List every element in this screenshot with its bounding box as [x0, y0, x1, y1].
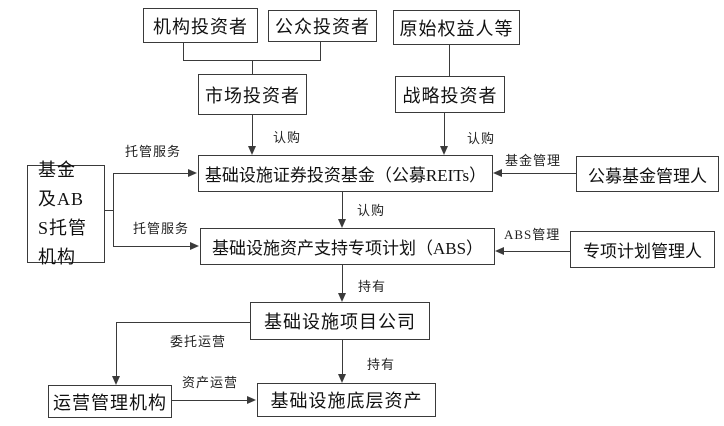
edge-label-asset-operation: 资产运营 — [182, 375, 239, 390]
arrowhead-planmanager-to-abs — [495, 247, 504, 255]
connector-market-to-reits — [252, 115, 253, 148]
connector-custodian-stub — [105, 210, 114, 211]
arrowhead-custodian-to-abs — [190, 242, 199, 250]
connector-project-to-assets — [342, 340, 343, 376]
node-operation-manager: 运营管理机构 — [48, 385, 172, 418]
arrowhead-market-to-reits — [248, 146, 256, 155]
node-underlying-assets: 基础设施底层资产 — [257, 383, 436, 417]
edge-label-hold-assets: 持有 — [367, 357, 396, 372]
arrowhead-strategic-to-reits — [440, 146, 448, 155]
edge-label-subscribe-strategic: 认购 — [467, 131, 496, 146]
node-strategic-investors: 战略投资者 — [395, 76, 505, 113]
connector-abs-to-project — [342, 265, 343, 295]
connector-original-to-strategic — [449, 45, 450, 76]
connector-custodian-to-reits — [113, 173, 188, 174]
arrowhead-operation-to-assets — [247, 396, 256, 404]
arrowhead-fundmanager-to-reits — [493, 169, 502, 177]
connector-project-to-operation-v — [116, 322, 117, 378]
edge-label-subscribe-market: 认购 — [273, 130, 302, 145]
arrowhead-abs-to-project — [338, 293, 346, 302]
edge-label-custody-service-top: 托管服务 — [125, 144, 182, 159]
connector-strategic-to-reits — [444, 113, 445, 148]
edge-label-entrusted-operation: 委托运营 — [170, 334, 227, 349]
arrowhead-project-to-assets — [338, 374, 346, 383]
edge-label-subscribe-reits: 认购 — [357, 203, 386, 218]
connector-custodian-to-abs — [113, 246, 190, 247]
arrowhead-project-to-operation — [112, 376, 120, 385]
connector-reits-to-abs — [342, 192, 343, 220]
connector-project-to-operation-h — [116, 322, 250, 323]
connector-public-drop — [320, 42, 321, 60]
node-abs-plan: 基础设施资产支持专项计划（ABS） — [200, 228, 495, 265]
edge-label-abs-management: ABS管理 — [504, 227, 561, 242]
node-original-equity-holders: 原始权益人等 — [393, 10, 520, 45]
node-institutional-investors: 机构投资者 — [143, 8, 258, 43]
node-public-investors: 公众投资者 — [268, 10, 377, 42]
node-abs-plan-manager: 专项计划管理人 — [570, 231, 715, 268]
arrowhead-custodian-to-reits — [188, 169, 197, 177]
arrowhead-reits-to-abs — [338, 219, 346, 228]
node-reits-fund: 基础设施证券投资基金（公募REITs） — [198, 155, 493, 192]
connector-planmanager-to-abs — [504, 251, 570, 252]
node-custodian: 基金及ABS托管机构 — [27, 160, 105, 267]
connector-custodian-branch — [113, 173, 114, 246]
edge-label-fund-management: 基金管理 — [505, 153, 562, 168]
connector-institutional-drop — [183, 43, 184, 60]
connector-merge-to-market — [252, 60, 253, 74]
node-public-fund-manager: 公募基金管理人 — [576, 156, 719, 192]
edge-label-hold-project: 持有 — [358, 279, 387, 294]
connector-fundmanager-to-reits — [502, 173, 576, 174]
edge-label-custody-service-bottom: 托管服务 — [133, 221, 190, 236]
node-market-investors: 市场投资者 — [198, 74, 307, 115]
node-project-company: 基础设施项目公司 — [250, 302, 430, 340]
connector-operation-to-assets — [172, 400, 247, 401]
